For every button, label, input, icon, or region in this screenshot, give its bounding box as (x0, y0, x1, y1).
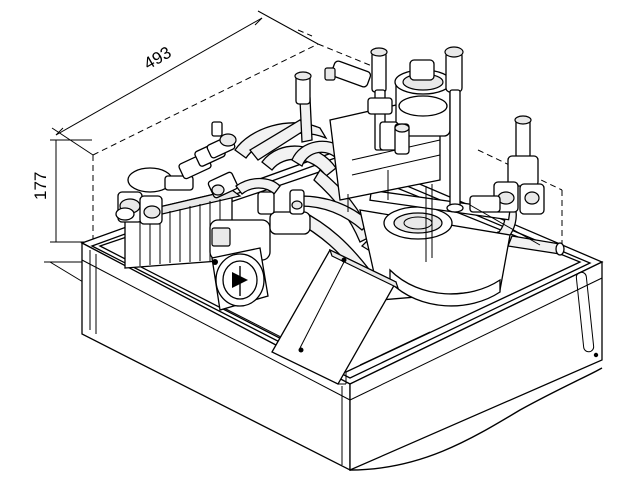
height-dimension-label: 177 (31, 172, 50, 200)
frame-supports (347, 170, 541, 262)
tilted-panel (271, 248, 400, 385)
left-valve-cluster (115, 121, 239, 225)
dimension-height: 177 (31, 139, 92, 243)
top-fittings (294, 46, 545, 215)
circulating-pump (209, 189, 311, 311)
envelope-outline (92, 29, 563, 258)
depth-dimension-label: 493 (141, 43, 175, 74)
